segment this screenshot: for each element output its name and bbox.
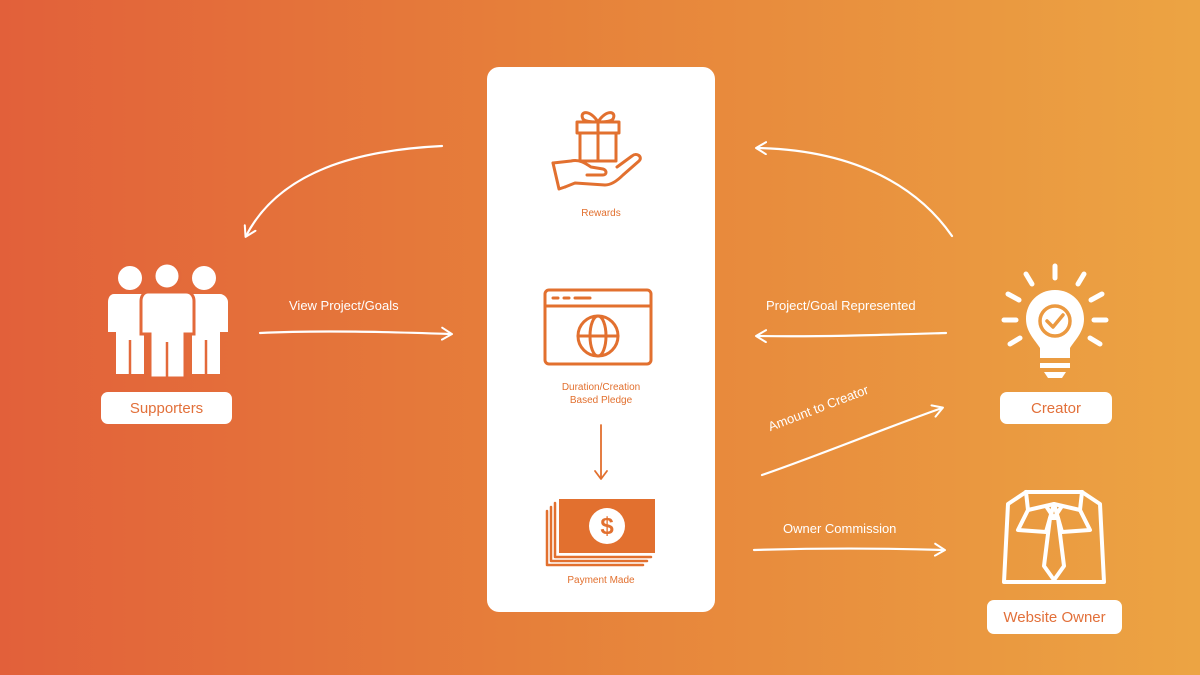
creator-pill: Creator — [1000, 392, 1112, 424]
svg-text:$: $ — [600, 513, 614, 540]
arrow-creator-to-rewards — [755, 141, 954, 238]
pledge-label-line1: Duration/Creation — [561, 382, 641, 393]
owner-commission-label: Owner Commission — [783, 521, 897, 536]
project-represented-label: Project/Goal Represented — [766, 298, 916, 313]
pledge-label-line2: Based Pledge — [569, 395, 633, 406]
arrow-project-represented — [755, 329, 948, 344]
view-project-label: View Project/Goals — [289, 298, 399, 313]
gift-in-hand-icon — [551, 111, 642, 191]
arrow-pledge-to-payment — [594, 424, 608, 480]
people-group-icon — [108, 262, 228, 380]
supporters-pill: Supporters — [101, 392, 232, 424]
arrow-owner-commission — [752, 542, 946, 557]
lightbulb-check-icon — [1001, 263, 1109, 378]
arrow-rewards-to-supporters — [243, 144, 444, 238]
money-stack-icon: $ — [545, 499, 655, 567]
shirt-tie-icon — [1002, 490, 1106, 584]
payment-label: Payment Made — [567, 575, 635, 586]
arrow-amount-to-creator — [760, 404, 944, 477]
website-owner-pill: Website Owner — [987, 600, 1122, 634]
rewards-label: Rewards — [581, 208, 621, 219]
browser-globe-icon — [543, 288, 653, 366]
arrow-view-project — [258, 326, 453, 341]
process-panel: Rewards Duration/Creation Based Pledge — [487, 67, 715, 612]
